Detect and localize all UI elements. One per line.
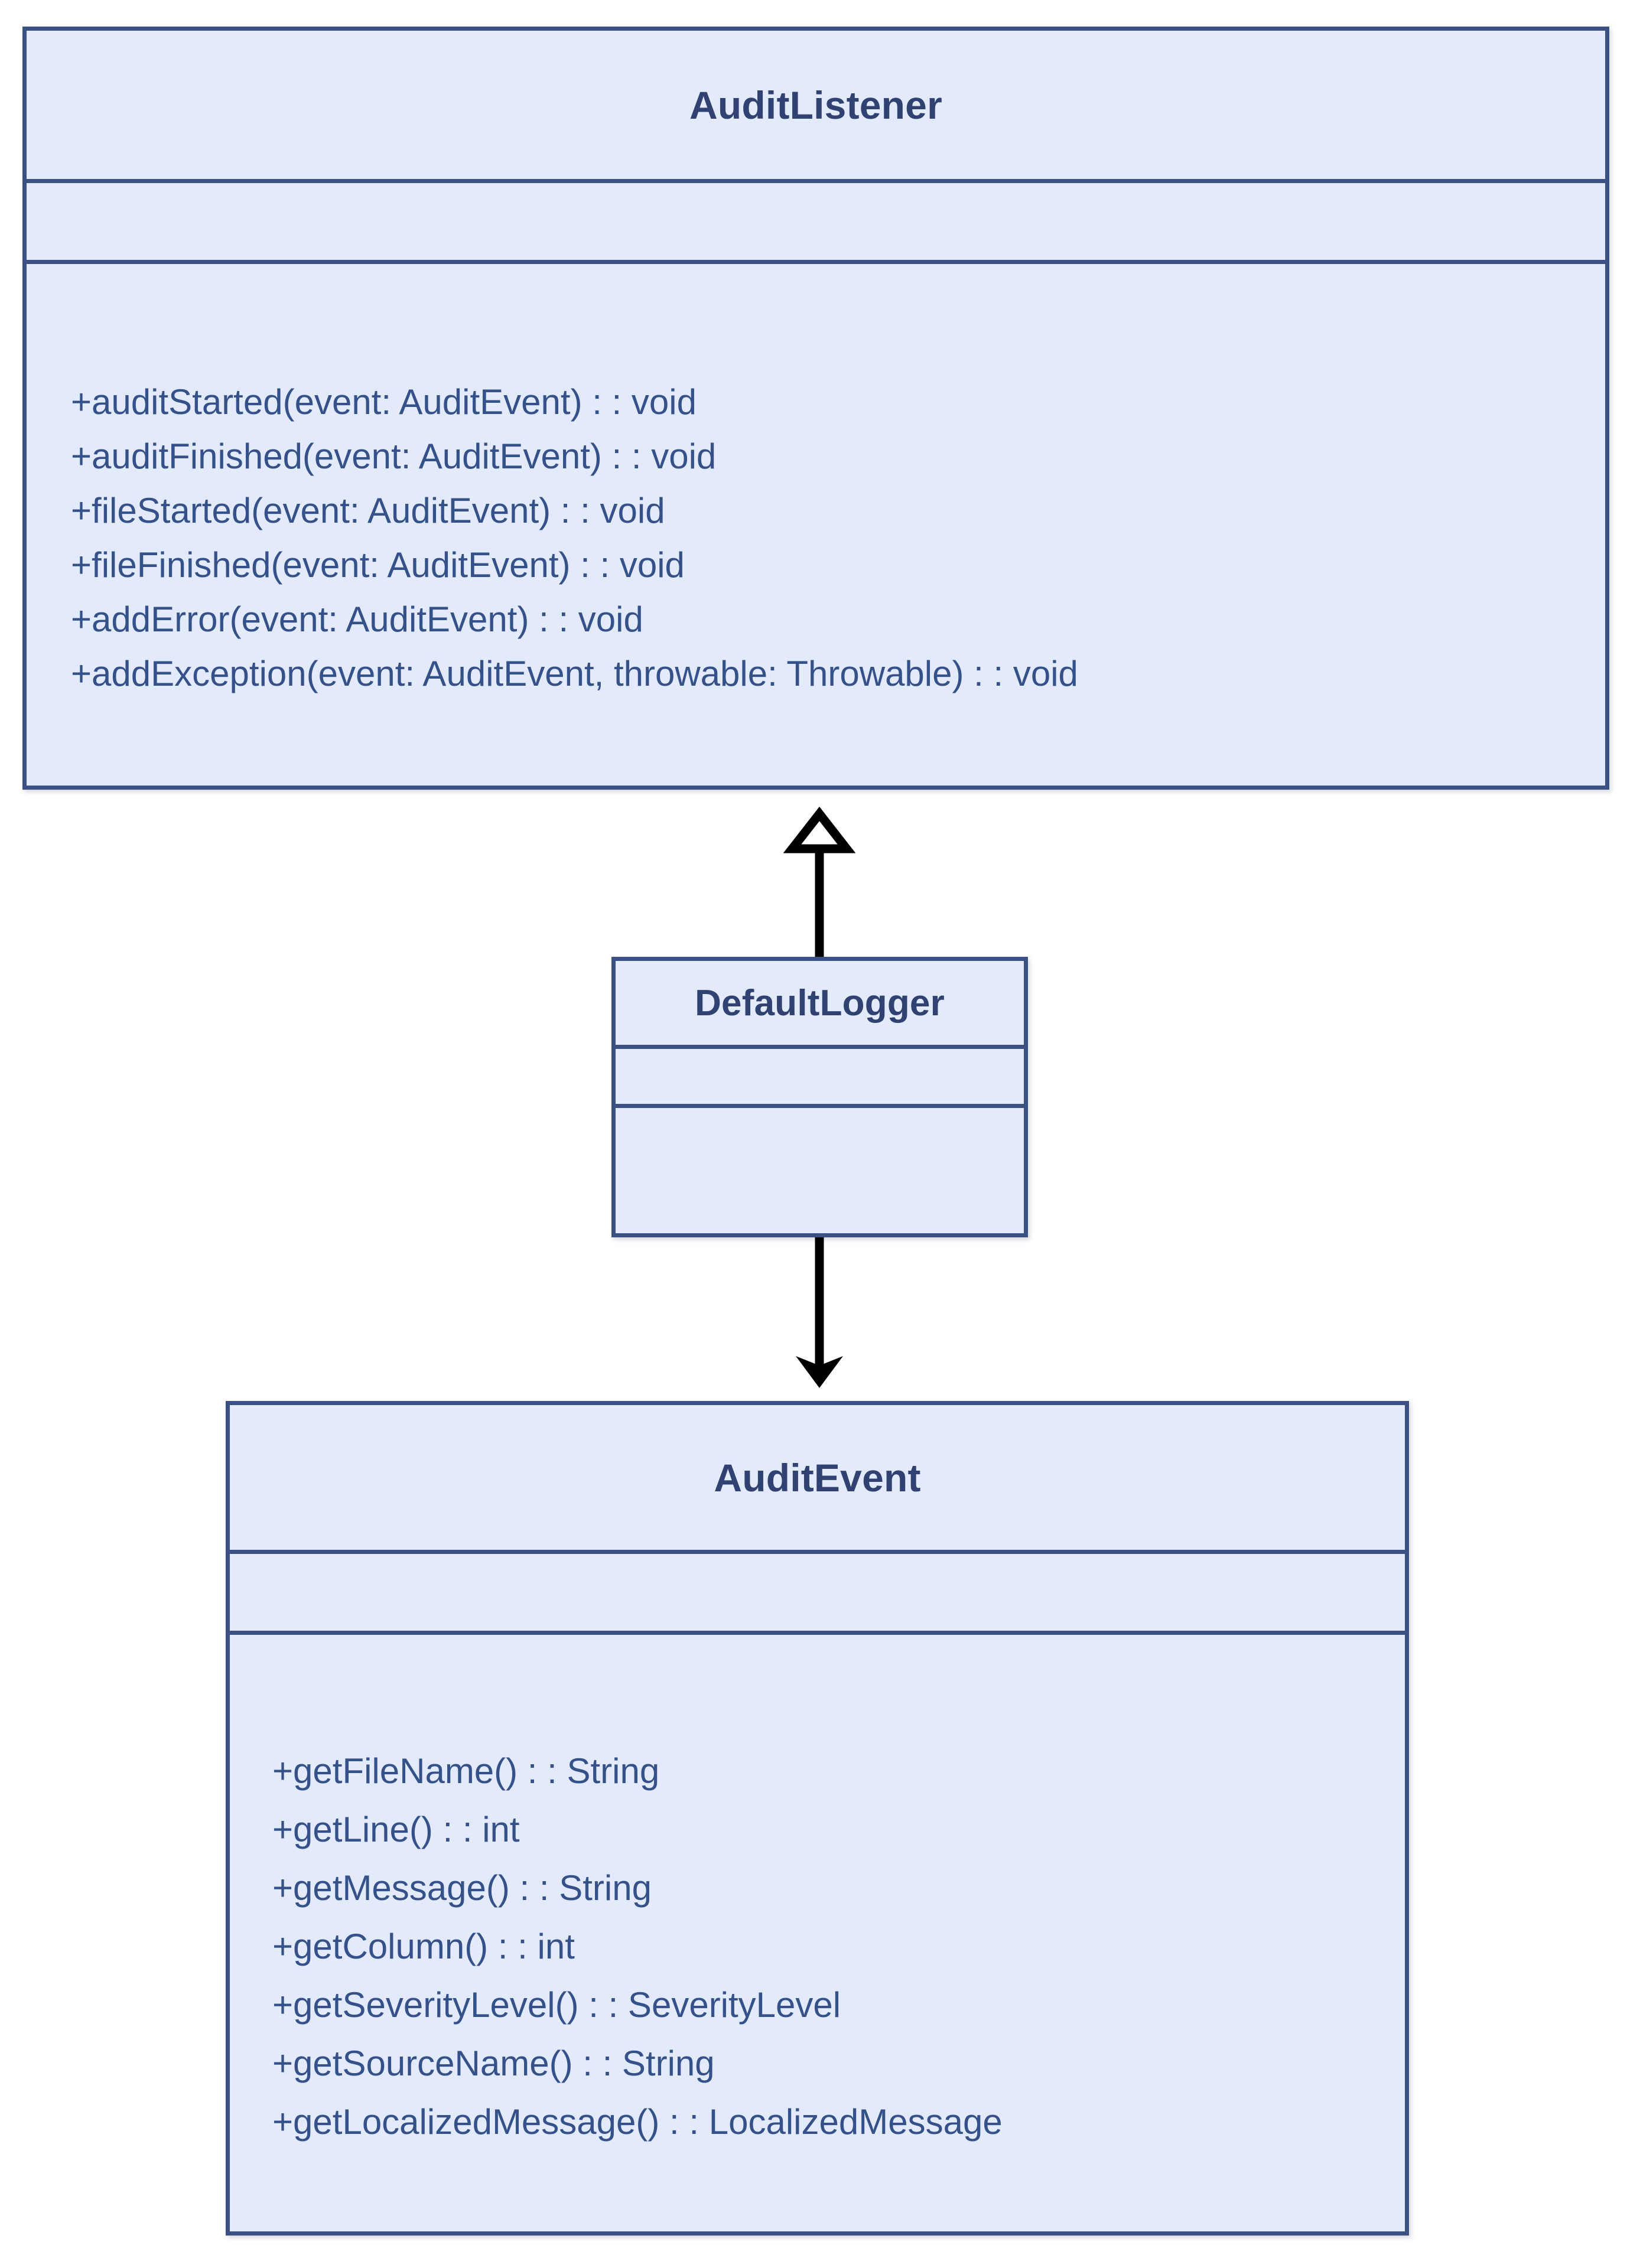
solid-arrowhead-icon <box>796 1356 843 1388</box>
class-title-default-logger: DefaultLogger <box>616 961 1024 1049</box>
class-attributes-compartment-default-logger <box>616 1049 1024 1108</box>
class-methods-compartment-audit-event: +getFileName() : : String +getLine() : :… <box>230 1635 1405 2231</box>
method-row: +addError(event: AuditEvent) : : void <box>71 599 643 639</box>
class-attributes-compartment-audit-listener <box>27 183 1605 264</box>
method-row: +auditFinished(event: AuditEvent) : : vo… <box>71 436 717 476</box>
class-box-audit-listener[interactable]: AuditListener +auditStarted(event: Audit… <box>22 27 1609 790</box>
method-row: +auditStarted(event: AuditEvent) : : voi… <box>71 382 697 422</box>
association-arrow-default-logger-to-audit-event <box>796 1237 843 1388</box>
method-row: +fileStarted(event: AuditEvent) : : void <box>71 490 665 530</box>
class-methods-compartment-audit-listener: +auditStarted(event: AuditEvent) : : voi… <box>27 264 1605 786</box>
method-row: +getMessage() : : String <box>272 1868 652 1908</box>
generalization-arrow-default-logger-to-audit-listener <box>783 806 856 957</box>
method-row: +fileFinished(event: AuditEvent) : : voi… <box>71 545 685 585</box>
method-row: +addException(event: AuditEvent, throwab… <box>71 653 1078 693</box>
class-methods-compartment-default-logger <box>616 1108 1024 1233</box>
method-row: +getSeverityLevel() : : SeverityLevel <box>272 1984 841 2025</box>
class-box-audit-event[interactable]: AuditEvent +getFileName() : : String +ge… <box>226 1401 1409 2236</box>
hollow-triangle-arrowhead-icon <box>783 806 856 853</box>
method-row: +getFileName() : : String <box>272 1751 660 1791</box>
method-row: +getColumn() : : int <box>272 1926 575 1966</box>
method-row: +getSourceName() : : String <box>272 2043 715 2083</box>
class-box-default-logger[interactable]: DefaultLogger <box>611 957 1028 1237</box>
method-row: +getLocalizedMessage() : : LocalizedMess… <box>272 2101 1003 2142</box>
class-title-audit-event: AuditEvent <box>230 1405 1405 1554</box>
method-row: +getLine() : : int <box>272 1809 520 1849</box>
class-title-audit-listener: AuditListener <box>27 31 1605 183</box>
class-attributes-compartment-audit-event <box>230 1554 1405 1635</box>
